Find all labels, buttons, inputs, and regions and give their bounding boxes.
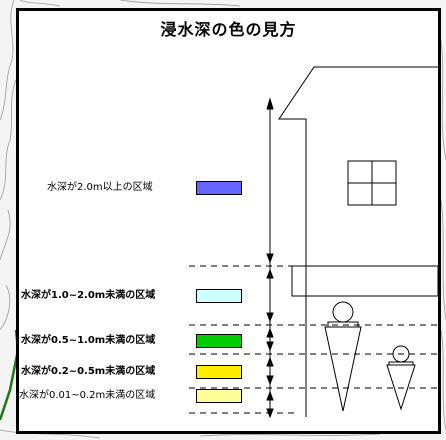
legend-label: 水深が1.0~2.0m未満の区域 <box>21 290 156 301</box>
legend-item-depth-0-5-1-0: 水深が0.5~1.0m未満の区域 <box>19 334 259 348</box>
legend-swatch <box>196 334 242 348</box>
legend-label: 水深が0.01~0.2m未満の区域 <box>19 390 156 401</box>
legend-item-depth-0-01-0-2: 水深が0.01~0.2m未満の区域 <box>19 389 259 403</box>
legend-panel: 浸水深の色の見方 水深が2.0m以上の区域 水深が1.0~2.0m未満の区域 水… <box>16 8 441 434</box>
legend-swatch <box>196 181 242 195</box>
legend-item-depth-1-0-2-0: 水深が1.0~2.0m未満の区域 <box>19 289 259 303</box>
depth-arrow-icon <box>266 97 274 419</box>
legend-swatch <box>196 365 242 379</box>
legend-label: 水深が0.2~0.5m未満の区域 <box>21 366 156 377</box>
depth-level-lines <box>189 265 438 414</box>
legend-swatch <box>196 389 242 403</box>
legend-item-depth-2-0-plus: 水深が2.0m以上の区域 <box>19 181 259 195</box>
house-floor-band <box>291 265 438 297</box>
child-person-icon <box>386 345 416 411</box>
legend-swatch <box>196 289 242 303</box>
legend-item-depth-0-2-0-5: 水深が0.2~0.5m未満の区域 <box>19 365 259 379</box>
window-icon <box>347 160 397 206</box>
page-title: 浸水深の色の見方 <box>160 20 297 39</box>
legend-label: 水深が2.0m以上の区域 <box>47 182 153 193</box>
house-icon <box>278 66 438 417</box>
adult-person-icon <box>324 301 362 412</box>
legend-label: 水深が0.5~1.0m未満の区域 <box>21 335 156 346</box>
depth-diagram <box>189 66 438 419</box>
